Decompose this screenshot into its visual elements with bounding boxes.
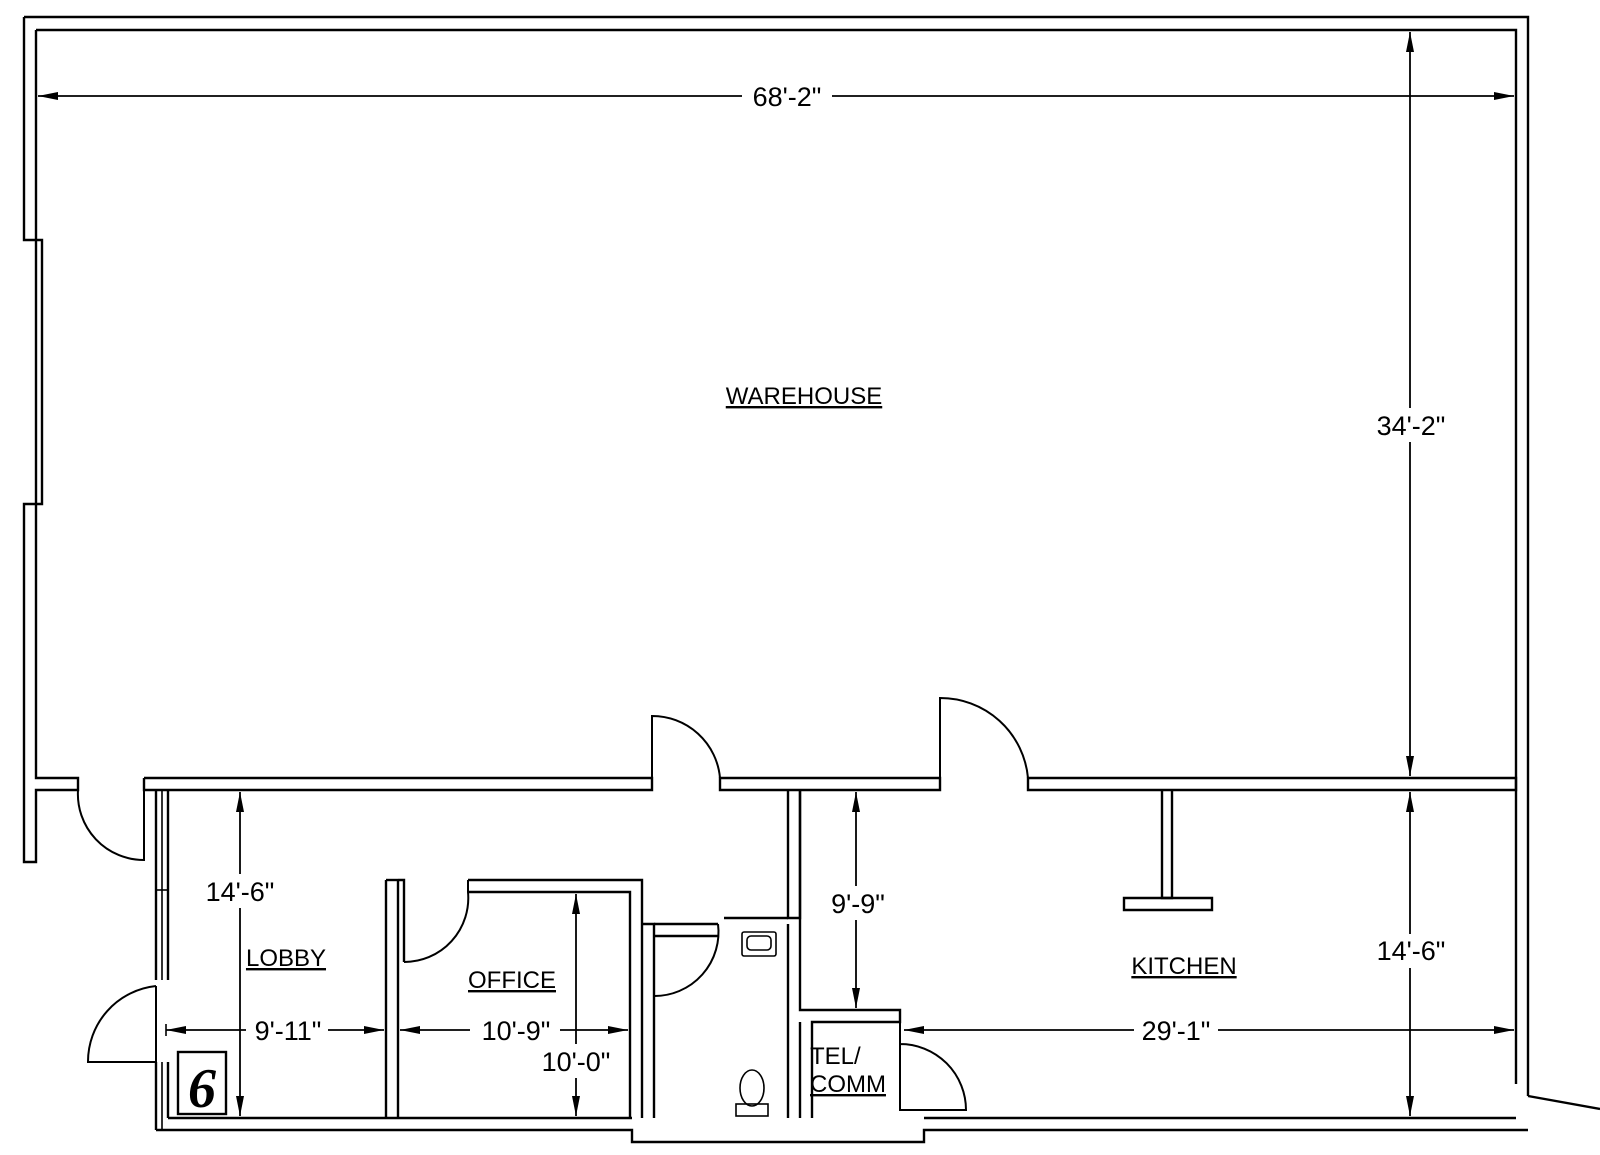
unit-number-badge: 6 (176, 1050, 228, 1120)
dim-kitchen-depth: 14'-6" (1377, 936, 1446, 966)
dim-office-depth: 10'-0" (542, 1047, 611, 1077)
room-label-office: OFFICE (468, 967, 556, 994)
dim-office-width: 10'-9" (482, 1016, 551, 1046)
divider-wall (142, 776, 1518, 1130)
room-label-tel: TEL/ (810, 1043, 861, 1070)
dim-lobby-depth: 14'-6" (206, 877, 275, 907)
sink-icon (741, 931, 777, 957)
room-label-kitchen: KITCHEN (1131, 953, 1236, 980)
dim-hall-depth: 9'-9" (831, 889, 885, 919)
toilet-icon (735, 1069, 769, 1117)
fixtures (735, 931, 777, 1117)
dim-warehouse-width: 68'-2" (753, 82, 822, 112)
label-backgrounds (198, 80, 1454, 1078)
office-walls (384, 878, 790, 1118)
room-label-lobby: LOBBY (246, 945, 326, 972)
dim-warehouse-depth: 34'-2" (1377, 411, 1446, 441)
unit-number: 6 (188, 1058, 216, 1120)
room-label-comm: COMM (810, 1071, 886, 1098)
dim-kitchen-width: 29'-1" (1142, 1016, 1211, 1046)
room-label-warehouse: WAREHOUSE (726, 383, 882, 410)
doors (76, 696, 1029, 1111)
dim-lobby-width: 9'-11" (255, 1016, 322, 1046)
outer-walls (22, 15, 1600, 1144)
